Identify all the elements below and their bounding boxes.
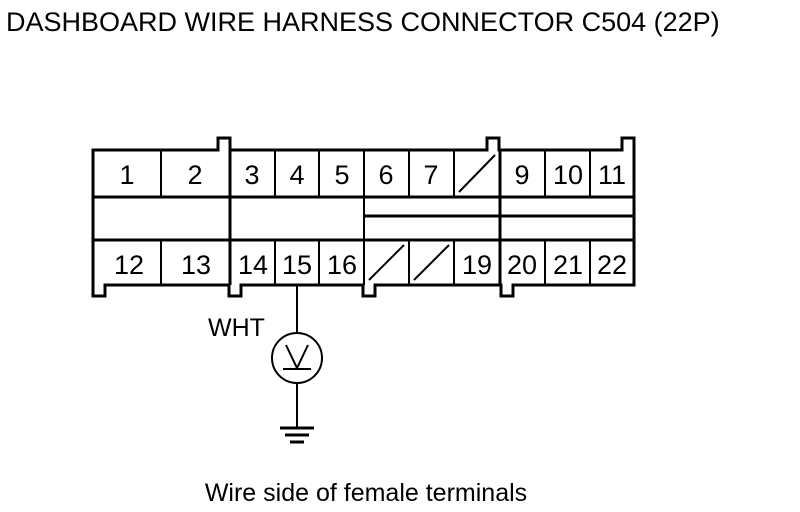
- top-row-pins: 1 2 3 4 5 6 7 9 10 11: [119, 160, 626, 190]
- pin-label: 11: [598, 160, 626, 190]
- pin-label: 19: [462, 250, 492, 280]
- pin-label: 3: [244, 160, 259, 190]
- diagram-caption: Wire side of female terminals: [205, 479, 527, 507]
- pin-label: 13: [181, 250, 211, 280]
- voltmeter-symbol: V: [297, 360, 298, 362]
- top-row-cell-dividers: [160, 150, 591, 197]
- pin-label: 22: [597, 250, 627, 280]
- pin-label: 21: [553, 250, 583, 280]
- diagram-title: DASHBOARD WIRE HARNESS CONNECTOR C504 (2…: [6, 7, 720, 37]
- empty-cavity-slash-8: [458, 154, 496, 193]
- pin-label: 4: [289, 160, 304, 190]
- pin-label: 15: [282, 250, 312, 280]
- pin-label: 5: [334, 160, 349, 190]
- connector-body: [91, 136, 636, 298]
- pin-label: 14: [238, 250, 268, 280]
- wire-color-label: WHT: [208, 314, 265, 342]
- pin-label: 20: [507, 250, 537, 280]
- pin-label: 2: [187, 160, 202, 190]
- empty-cavity-slash-17: [368, 244, 405, 281]
- pin-label: 7: [423, 160, 438, 190]
- pin-label: 1: [119, 160, 134, 190]
- bottom-row-pins: 12 13 14 15 16 19 20 21 22: [114, 250, 627, 280]
- bottom-row-cell-dividers: [160, 240, 591, 285]
- pin-label: 6: [378, 160, 393, 190]
- pin-label: 16: [327, 250, 357, 280]
- empty-cavity-slash-18: [413, 244, 450, 281]
- pin-label: 10: [553, 160, 583, 190]
- voltmeter-icon: V: [271, 332, 323, 384]
- pin-label: 12: [114, 250, 144, 280]
- pin-label: 9: [514, 160, 529, 190]
- ground-icon: [280, 426, 314, 444]
